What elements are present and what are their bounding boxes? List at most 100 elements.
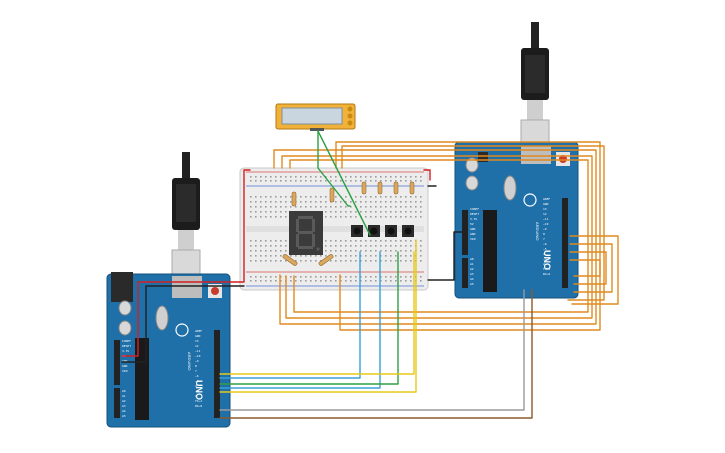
- breadboard-hole[interactable]: [250, 180, 252, 182]
- lcd-module[interactable]: [275, 103, 356, 131]
- wire-blue-2[interactable]: [219, 251, 381, 389]
- breadboard-hole[interactable]: [285, 196, 287, 198]
- breadboard-hole[interactable]: [345, 206, 347, 208]
- breadboard-hole[interactable]: [255, 260, 257, 262]
- breadboard-hole[interactable]: [365, 201, 367, 203]
- breadboard-hole[interactable]: [410, 276, 412, 278]
- breadboard-hole[interactable]: [390, 245, 392, 247]
- breadboard-hole[interactable]: [315, 206, 317, 208]
- breadboard-hole[interactable]: [320, 255, 322, 257]
- breadboard-hole[interactable]: [265, 206, 267, 208]
- breadboard-hole[interactable]: [260, 216, 262, 218]
- breadboard-hole[interactable]: [340, 216, 342, 218]
- breadboard-hole[interactable]: [375, 196, 377, 198]
- breadboard-hole[interactable]: [390, 201, 392, 203]
- breadboard-hole[interactable]: [335, 216, 337, 218]
- breadboard-hole[interactable]: [280, 276, 282, 278]
- breadboard-hole[interactable]: [275, 255, 277, 257]
- breadboard-hole[interactable]: [355, 211, 357, 213]
- breadboard-hole[interactable]: [420, 206, 422, 208]
- breadboard-hole[interactable]: [390, 206, 392, 208]
- breadboard-hole[interactable]: [410, 280, 412, 282]
- wires-orange[interactable]: [273, 141, 619, 331]
- breadboard-hole[interactable]: [315, 255, 317, 257]
- breadboard-hole[interactable]: [390, 260, 392, 262]
- breadboard-hole[interactable]: [275, 206, 277, 208]
- breadboard-hole[interactable]: [315, 260, 317, 262]
- breadboard-hole[interactable]: [360, 276, 362, 278]
- breadboard-hole[interactable]: [375, 201, 377, 203]
- breadboard-hole[interactable]: [305, 280, 307, 282]
- breadboard-hole[interactable]: [290, 280, 292, 282]
- breadboard-hole[interactable]: [390, 276, 392, 278]
- breadboard-hole[interactable]: [330, 216, 332, 218]
- breadboard-hole[interactable]: [315, 180, 317, 182]
- breadboard-hole[interactable]: [320, 176, 322, 178]
- breadboard-hole[interactable]: [325, 276, 327, 278]
- breadboard-hole[interactable]: [275, 180, 277, 182]
- breadboard-hole[interactable]: [375, 240, 377, 242]
- breadboard-hole[interactable]: [400, 250, 402, 252]
- breadboard-hole[interactable]: [355, 250, 357, 252]
- breadboard-hole[interactable]: [420, 245, 422, 247]
- breadboard-hole[interactable]: [260, 180, 262, 182]
- breadboard-hole[interactable]: [325, 180, 327, 182]
- breadboard-hole[interactable]: [300, 176, 302, 178]
- breadboard-hole[interactable]: [405, 180, 407, 182]
- breadboard-hole[interactable]: [375, 176, 377, 178]
- breadboard-hole[interactable]: [360, 196, 362, 198]
- breadboard-hole[interactable]: [420, 196, 422, 198]
- breadboard-hole[interactable]: [360, 201, 362, 203]
- breadboard-hole[interactable]: [260, 201, 262, 203]
- breadboard-hole[interactable]: [280, 250, 282, 252]
- breadboard-hole[interactable]: [270, 180, 272, 182]
- breadboard-hole[interactable]: [365, 176, 367, 178]
- breadboard-hole[interactable]: [285, 260, 287, 262]
- breadboard-hole[interactable]: [390, 196, 392, 198]
- breadboard-hole[interactable]: [270, 280, 272, 282]
- breadboard-hole[interactable]: [330, 250, 332, 252]
- breadboard-hole[interactable]: [415, 176, 417, 178]
- breadboard-hole[interactable]: [305, 276, 307, 278]
- breadboard-hole[interactable]: [400, 240, 402, 242]
- breadboard-hole[interactable]: [335, 245, 337, 247]
- breadboard-hole[interactable]: [335, 176, 337, 178]
- breadboard-hole[interactable]: [385, 260, 387, 262]
- breadboard-hole[interactable]: [270, 240, 272, 242]
- breadboard-hole[interactable]: [290, 176, 292, 178]
- breadboard-hole[interactable]: [400, 201, 402, 203]
- breadboard-hole[interactable]: [285, 250, 287, 252]
- breadboard-hole[interactable]: [395, 255, 397, 257]
- breadboard-hole[interactable]: [250, 201, 252, 203]
- breadboard-hole[interactable]: [380, 216, 382, 218]
- breadboard-hole[interactable]: [405, 176, 407, 178]
- breadboard-hole[interactable]: [420, 211, 422, 213]
- breadboard-hole[interactable]: [415, 206, 417, 208]
- breadboard-hole[interactable]: [350, 206, 352, 208]
- breadboard-hole[interactable]: [280, 280, 282, 282]
- breadboard-hole[interactable]: [370, 240, 372, 242]
- breadboard-hole[interactable]: [355, 240, 357, 242]
- breadboard-hole[interactable]: [255, 276, 257, 278]
- breadboard-hole[interactable]: [320, 260, 322, 262]
- breadboard-hole[interactable]: [265, 280, 267, 282]
- breadboard-hole[interactable]: [410, 260, 412, 262]
- wire-green[interactable]: [317, 130, 371, 236]
- breadboard-hole[interactable]: [340, 250, 342, 252]
- breadboard-hole[interactable]: [305, 176, 307, 178]
- breadboard-hole[interactable]: [385, 280, 387, 282]
- breadboard-hole[interactable]: [370, 180, 372, 182]
- breadboard-hole[interactable]: [380, 201, 382, 203]
- wire-gray[interactable]: [219, 289, 525, 411]
- breadboard-hole[interactable]: [345, 280, 347, 282]
- breadboard-hole[interactable]: [355, 196, 357, 198]
- wire-yellow-2[interactable]: [219, 251, 415, 375]
- breadboard-hole[interactable]: [400, 255, 402, 257]
- breadboard-hole[interactable]: [280, 180, 282, 182]
- breadboard-hole[interactable]: [355, 201, 357, 203]
- breadboard-hole[interactable]: [280, 216, 282, 218]
- breadboard-hole[interactable]: [280, 206, 282, 208]
- breadboard-hole[interactable]: [420, 260, 422, 262]
- breadboard-hole[interactable]: [410, 250, 412, 252]
- breadboard-hole[interactable]: [360, 211, 362, 213]
